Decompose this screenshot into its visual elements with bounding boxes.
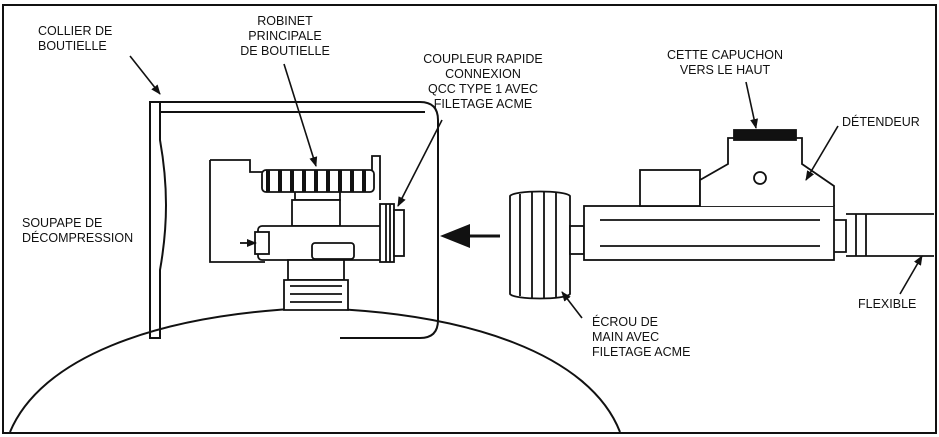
main-valve	[209, 155, 405, 311]
connect-direction-arrow	[440, 224, 500, 248]
diagram-frame	[2, 4, 937, 434]
label-detendeur: DÉTENDEUR	[842, 115, 920, 129]
tank-dome	[9, 306, 621, 433]
leader-lines	[129, 55, 923, 319]
regulator	[583, 129, 847, 261]
hose	[846, 213, 934, 257]
bottle-collar	[149, 101, 439, 339]
hand-nut	[509, 190, 585, 300]
label-flexible: FLEXIBLE	[858, 297, 917, 311]
